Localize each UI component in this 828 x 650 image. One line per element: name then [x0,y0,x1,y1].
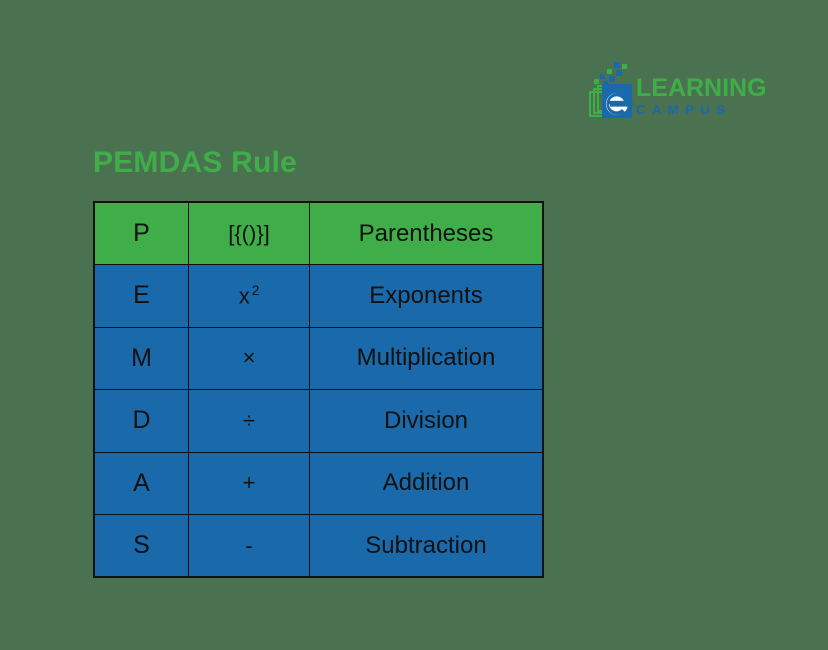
row-symbol-text: [{()}] [228,220,270,246]
row-symbol-text: ÷ [242,407,256,433]
table-row: A + Addition [93,451,544,515]
logo-word-campus: CAMPUS [636,102,732,117]
row-letter: M [93,326,189,390]
row-symbol: × [188,326,310,390]
row-symbol-text: + [242,470,256,496]
brand-logo[interactable]: LEARNING CAMPUS [588,62,767,124]
row-name: Multiplication [309,326,544,390]
row-name: Parentheses [309,201,544,265]
row-symbol-text: × [242,345,256,371]
row-symbol-superscript: 2 [251,282,260,298]
row-name: Division [309,389,544,453]
logo-word-learning: LEARNING [636,74,767,102]
row-symbol: ÷ [188,389,310,453]
row-letter: P [93,201,189,265]
row-symbol: [{()}] [188,201,310,265]
row-symbol: + [188,451,310,515]
row-symbol-text: x [238,282,250,308]
row-letter: E [93,264,189,328]
logo-wordmark: LEARNING CAMPUS [636,62,767,117]
elearning-campus-book-icon [588,62,634,120]
page-title: PEMDAS Rule [93,146,297,179]
row-name: Subtraction [309,514,544,578]
table-row: D ÷ Division [93,389,544,453]
row-symbol-text: - [245,532,253,558]
row-letter: D [93,389,189,453]
row-name: Addition [309,451,544,515]
table-row: M × Multiplication [93,326,544,390]
row-name: Exponents [309,264,544,328]
row-symbol: - [188,514,310,578]
row-letter: S [93,514,189,578]
row-letter: A [93,451,189,515]
table-row: P [{()}] Parentheses [93,201,544,265]
table-row: S - Subtraction [93,514,544,578]
